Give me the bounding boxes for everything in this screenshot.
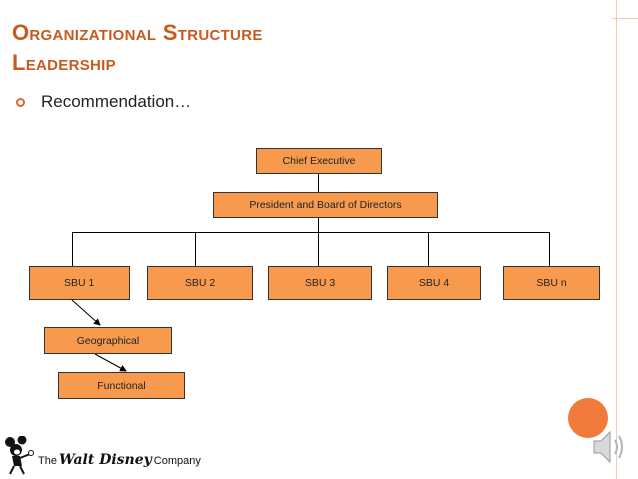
org-box-geographical: Geographical: [44, 327, 172, 354]
org-box-sbu-4: SBU 4: [387, 266, 481, 300]
slide-title-line-1: Organizational Structure: [12, 20, 263, 45]
org-box-chief-executive: Chief Executive: [256, 148, 382, 174]
bullet-circle-icon: [16, 97, 25, 107]
connector-bus-sbu4: [428, 232, 429, 266]
connector-bus-sbu3: [318, 232, 319, 266]
org-box-sbu-1: SBU 1: [29, 266, 130, 300]
org-box-sbu-3-label: SBU 3: [304, 277, 336, 289]
connector-bus-sbun: [549, 232, 550, 266]
connector-horizontal-bus: [72, 232, 550, 233]
disney-logo-suffix: Company: [153, 455, 201, 467]
org-box-functional: Functional: [58, 372, 185, 399]
connector-chief-board: [318, 174, 319, 192]
org-box-sbu-3: SBU 3: [268, 266, 372, 300]
org-box-chief-executive-label: Chief Executive: [282, 155, 356, 167]
org-box-geographical-label: Geographical: [76, 334, 140, 347]
connector-bus-sbu1: [72, 232, 73, 266]
org-box-board-label: President and Board of Directors: [249, 199, 402, 211]
org-box-functional-label: Functional: [97, 379, 146, 392]
slide-title: Organizational Structure Leadership: [12, 18, 263, 78]
bullet-text: Recommendation…: [41, 92, 192, 111]
decorative-orange-circle: [568, 398, 608, 438]
disney-logo-brand: Walt Disney: [58, 452, 152, 468]
connector-bus-sbu2: [195, 232, 196, 266]
mickey-mouse-icon: [5, 436, 34, 475]
disney-logo: The Walt Disney Company: [38, 452, 201, 468]
slide-border-right: [616, 0, 617, 479]
bullet-item: Recommendation…: [16, 92, 191, 112]
slide-border-top: [612, 18, 638, 19]
org-box-sbu-2: SBU 2: [147, 266, 253, 300]
org-box-sbu-n: SBU n: [503, 266, 600, 300]
connector-board-bus: [318, 218, 319, 232]
arrow-geographical-functional: [94, 353, 127, 372]
org-box-board: President and Board of Directors: [213, 192, 438, 218]
arrow-sbu1-geographical: [71, 299, 101, 326]
org-box-sbu-1-label: SBU 1: [64, 277, 95, 289]
slide-title-line-2: Leadership: [12, 50, 116, 75]
speaker-icon[interactable]: [592, 428, 628, 466]
disney-logo-prefix: The: [38, 455, 57, 467]
org-box-sbu-4-label: SBU 4: [418, 277, 450, 289]
org-box-sbu-2-label: SBU 2: [184, 277, 216, 289]
org-box-sbu-n-label: SBU n: [536, 277, 567, 289]
